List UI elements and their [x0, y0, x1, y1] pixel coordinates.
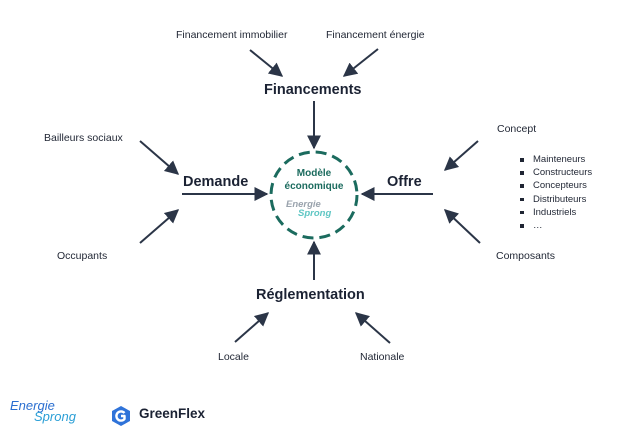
energie-sprong-watermark: Energie Sprong — [286, 199, 332, 219]
bullet-icon — [520, 184, 524, 188]
bullet-icon — [520, 158, 524, 162]
watermark-energie: Energie — [286, 199, 321, 210]
label-financement-immobilier: Financement immobilier — [176, 29, 288, 41]
logo-sprong-text: Sprong — [34, 409, 76, 424]
energie-sprong-logo: Energie Sprong — [10, 398, 76, 424]
label-bailleurs-sociaux: Bailleurs sociaux — [44, 132, 123, 144]
label-nationale: Nationale — [360, 351, 405, 363]
concept-item-label: Distributeurs — [533, 193, 587, 205]
concept-item: Industriels — [513, 206, 592, 219]
center-circle — [269, 150, 359, 240]
concept-item-label: Constructeurs — [533, 167, 593, 179]
concept-item: … — [513, 219, 592, 232]
center-label: Modèle économique — [274, 167, 354, 193]
arrow-locale — [234, 312, 270, 343]
concept-item: Mainteneurs — [513, 153, 592, 166]
label-occupants: Occupants — [57, 250, 108, 262]
hub-financements: Financements — [264, 82, 362, 98]
arrow-concept — [443, 140, 479, 171]
arrow-financement-energie — [342, 48, 379, 77]
bullet-icon — [520, 197, 524, 202]
concept-item: Concepteurs — [513, 179, 592, 192]
label-concept: Concept — [497, 123, 537, 135]
arrow-bailleurs-sociaux — [139, 140, 180, 175]
watermark-sprong: Sprong — [298, 208, 332, 219]
concept-item-label: Industriels — [533, 206, 577, 218]
concept-list: Mainteneurs Constructeurs Concepteurs Di… — [513, 153, 592, 232]
concept-item: Constructeurs — [513, 166, 592, 179]
arrow-occupants — [139, 209, 180, 244]
bullet-icon — [520, 171, 524, 175]
concept-item-label: Concepteurs — [533, 180, 587, 192]
label-composants: Composants — [496, 250, 555, 262]
greenflex-name: GreenFlex — [139, 406, 206, 421]
hub-demande: Demande — [183, 174, 249, 190]
arrow-nationale — [354, 312, 391, 344]
arrow-composants — [443, 209, 481, 244]
hub-offre: Offre — [387, 174, 422, 190]
concept-item: Distributeurs — [513, 193, 592, 206]
concept-item-label: … — [533, 220, 543, 232]
arrow-financement-immobilier — [249, 49, 284, 77]
bullet-icon — [520, 224, 524, 228]
logo-energie-text: Energie — [10, 398, 55, 413]
center-label-line2: économique — [284, 181, 344, 192]
bullet-icon — [520, 210, 524, 215]
greenflex-logo-icon — [112, 406, 130, 426]
center-label-line1: Modèle — [296, 168, 332, 179]
label-financement-energie: Financement énergie — [326, 29, 425, 41]
hub-reglementation: Réglementation — [256, 287, 365, 303]
label-locale: Locale — [218, 351, 249, 363]
concept-item-label: Mainteneurs — [533, 154, 586, 165]
